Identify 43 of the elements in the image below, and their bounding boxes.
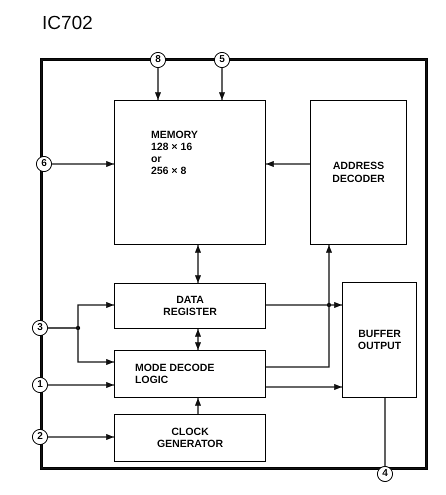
connector-arrow	[266, 160, 310, 168]
connector-arrow	[194, 398, 202, 414]
pin-circle	[150, 52, 166, 68]
block-label: or	[151, 153, 162, 166]
block-label: MEMORY	[151, 129, 198, 142]
pin-number: 3	[37, 322, 43, 334]
chip-title: IC702	[42, 13, 93, 35]
connector-arrow	[266, 302, 342, 308]
pin-number: 1	[37, 379, 43, 391]
block-label: DATA REGISTER	[162, 294, 218, 318]
block-box	[114, 350, 266, 398]
connector-arrow	[52, 160, 114, 168]
pin-number: 6	[41, 158, 47, 170]
block-box	[310, 100, 407, 245]
block-box	[114, 414, 266, 462]
block-label: CLOCK GENERATOR	[156, 426, 224, 450]
block-box	[342, 282, 417, 398]
pin-circle	[32, 320, 48, 336]
pin-number: 8	[155, 54, 161, 66]
connector-arrow	[48, 382, 114, 388]
pin-number: 5	[219, 54, 225, 66]
block-box	[114, 100, 266, 245]
block-label: 128 × 16	[151, 141, 192, 154]
pin-circle	[36, 156, 52, 172]
block-label: MODE DECODE LOGIC	[135, 362, 216, 386]
connector-arrow	[194, 245, 202, 283]
pin-circle	[32, 377, 48, 393]
block-label: ADDRESS DECODER	[331, 160, 386, 185]
pin-circle	[32, 429, 48, 445]
connector-arrow	[48, 327, 114, 366]
pin-circle	[214, 52, 230, 68]
block-label: BUFFER OUTPUT	[356, 328, 402, 352]
connector-arrow	[218, 68, 226, 100]
connector-arrow	[48, 434, 114, 440]
block-label: 256 × 8	[151, 165, 186, 178]
connector-arrow	[266, 245, 332, 368]
block-box	[114, 283, 266, 329]
connector-arrow	[154, 68, 162, 100]
pin-number: 4	[382, 468, 388, 480]
connector-arrow	[266, 384, 342, 390]
connector-arrow	[194, 329, 202, 350]
pin-circle	[377, 466, 393, 482]
pin-number: 2	[37, 431, 43, 443]
